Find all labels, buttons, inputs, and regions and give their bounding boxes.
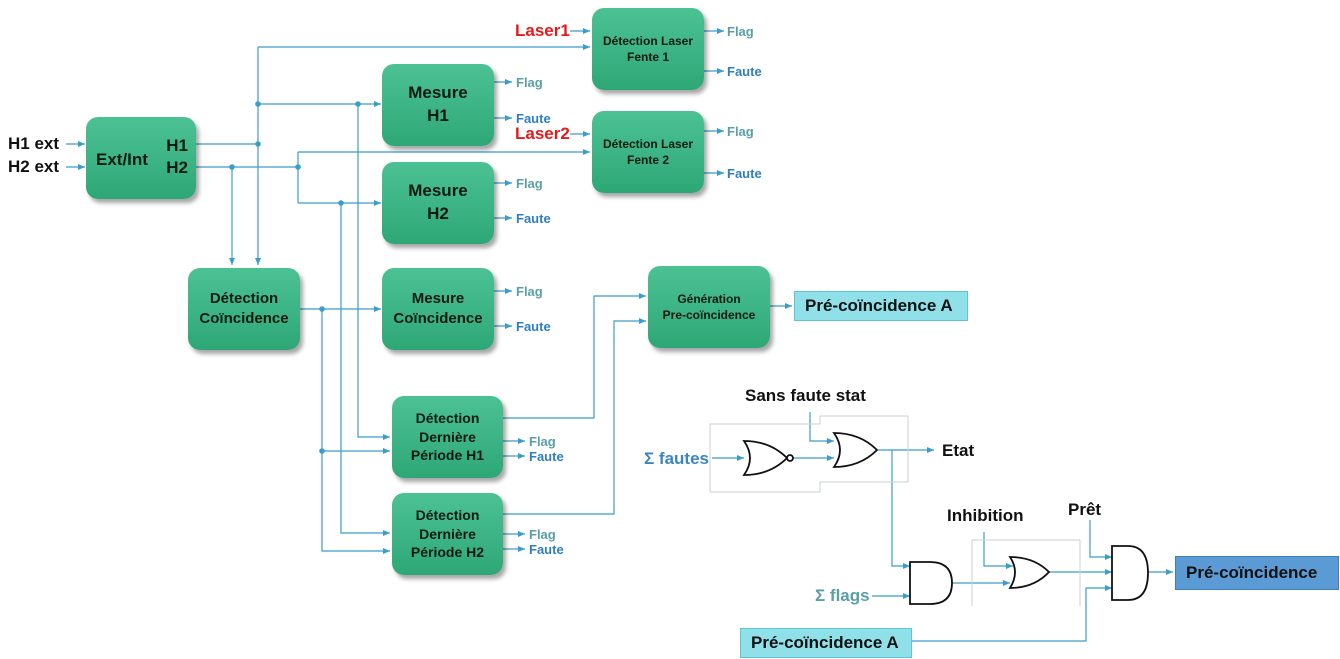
- sigma-flags-label: Σ flags: [815, 586, 870, 605]
- sigma-fautes-label: Σ fautes: [644, 449, 709, 468]
- generation-line1: Génération: [677, 291, 741, 306]
- mesure-coincidence-flag-label: Flag: [516, 284, 543, 299]
- and-gate-icon: [909, 561, 953, 605]
- ext-int-title: Ext/Int: [96, 150, 148, 169]
- detection-laser-1-line2: Fente 1: [626, 50, 669, 64]
- derniere-periode-h2-block: Détection Dernière Période H2: [392, 493, 503, 575]
- sans-faute-stat-label: Sans faute stat: [745, 386, 866, 405]
- detection-coincidence-line2: Coïncidence: [199, 310, 289, 327]
- nor-gate-icon: [742, 440, 789, 476]
- pret-label: Prêt: [1068, 500, 1102, 519]
- derniere-h1-line1: Détection: [415, 409, 480, 426]
- pre-coincidence-text: Pré-coïncidence: [1186, 563, 1318, 582]
- pre-coincidence-a-output-bottom: Pré-coïncidence A: [740, 628, 912, 658]
- and-gate-2-icon: [1111, 545, 1149, 601]
- mesure-h2-faute-label: Faute: [516, 211, 551, 226]
- inhibition-label: Inhibition: [947, 506, 1024, 525]
- mesure-coincidence-line2: Coïncidence: [393, 310, 483, 327]
- detection-laser-2-line1: Détection Laser: [602, 136, 694, 151]
- generation-line2: Pre-coïncidence: [662, 308, 756, 322]
- mesure-h2-line2: H2: [427, 204, 449, 223]
- laser1-label: Laser1: [515, 21, 570, 40]
- mesure-h1-line2: H1: [427, 106, 449, 125]
- mesure-h1-line1: Mesure: [408, 83, 468, 103]
- derniere-h2-faute-label: Faute: [529, 542, 564, 557]
- or-gate-2-icon: [1008, 556, 1051, 589]
- pre-coincidence-output: Pré-coïncidence: [1175, 556, 1339, 590]
- detection-laser-2-block: Détection Laser Fente 2: [592, 111, 704, 193]
- ext-int-h1-port: H1: [166, 136, 188, 155]
- mesure-h1-block: Mesure H1: [382, 64, 494, 146]
- derniere-h2-line1: Détection: [415, 506, 480, 523]
- derniere-periode-h1-block: Détection Dernière Période H1: [392, 396, 503, 478]
- h2-ext-label: H2 ext: [8, 157, 60, 176]
- detection-coincidence-line1: Détection: [209, 289, 279, 307]
- ext-int-block: Ext/Int H1 H2: [86, 117, 196, 199]
- detection-coincidence-block: Détection Coïncidence: [188, 268, 300, 350]
- derniere-h1-faute-label: Faute: [529, 449, 564, 464]
- or-gate-icon: [832, 432, 879, 468]
- mesure-coincidence-faute-label: Faute: [516, 319, 551, 334]
- derniere-h2-line2: Dernière: [419, 525, 476, 542]
- mesure-h2-block: Mesure H2: [382, 162, 494, 244]
- mesure-h2-line1: Mesure: [408, 181, 468, 201]
- pre-coincidence-a-output-top: Pré-coïncidence A: [794, 291, 968, 321]
- laser1-flag-label: Flag: [727, 24, 754, 39]
- laser2-faute-label: Faute: [727, 166, 762, 181]
- generation-precoincidence-block: Génération Pre-coïncidence: [648, 266, 770, 348]
- mesure-h1-flag-label: Flag: [516, 75, 543, 90]
- mesure-coincidence-block: Mesure Coïncidence: [382, 268, 494, 350]
- laser2-flag-label: Flag: [727, 124, 754, 139]
- derniere-h1-flag-label: Flag: [529, 434, 556, 449]
- laser2-label: Laser2: [515, 124, 570, 143]
- mesure-h1-faute-label: Faute: [516, 111, 551, 126]
- pre-coincidence-a-bottom-text: Pré-coïncidence A: [751, 633, 899, 652]
- mesure-h2-flag-label: Flag: [516, 176, 543, 191]
- mesure-coincidence-line1: Mesure: [411, 289, 465, 307]
- h1-ext-label: H1 ext: [8, 134, 60, 153]
- detection-laser-2-line2: Fente 2: [626, 153, 669, 167]
- derniere-h2-flag-label: Flag: [529, 527, 556, 542]
- ext-int-h2-port: H2: [166, 158, 188, 177]
- detection-laser-1-block: Détection Laser Fente 1: [592, 8, 704, 90]
- detection-laser-1-line1: Détection Laser: [602, 33, 694, 48]
- pre-coincidence-a-top-text: Pré-coïncidence A: [805, 296, 953, 315]
- etat-label: Etat: [942, 441, 975, 460]
- laser1-faute-label: Faute: [727, 64, 762, 79]
- derniere-h1-line2: Dernière: [419, 428, 476, 445]
- derniere-h2-line3: Période H2: [410, 544, 485, 561]
- derniere-h1-line3: Période H1: [410, 447, 485, 464]
